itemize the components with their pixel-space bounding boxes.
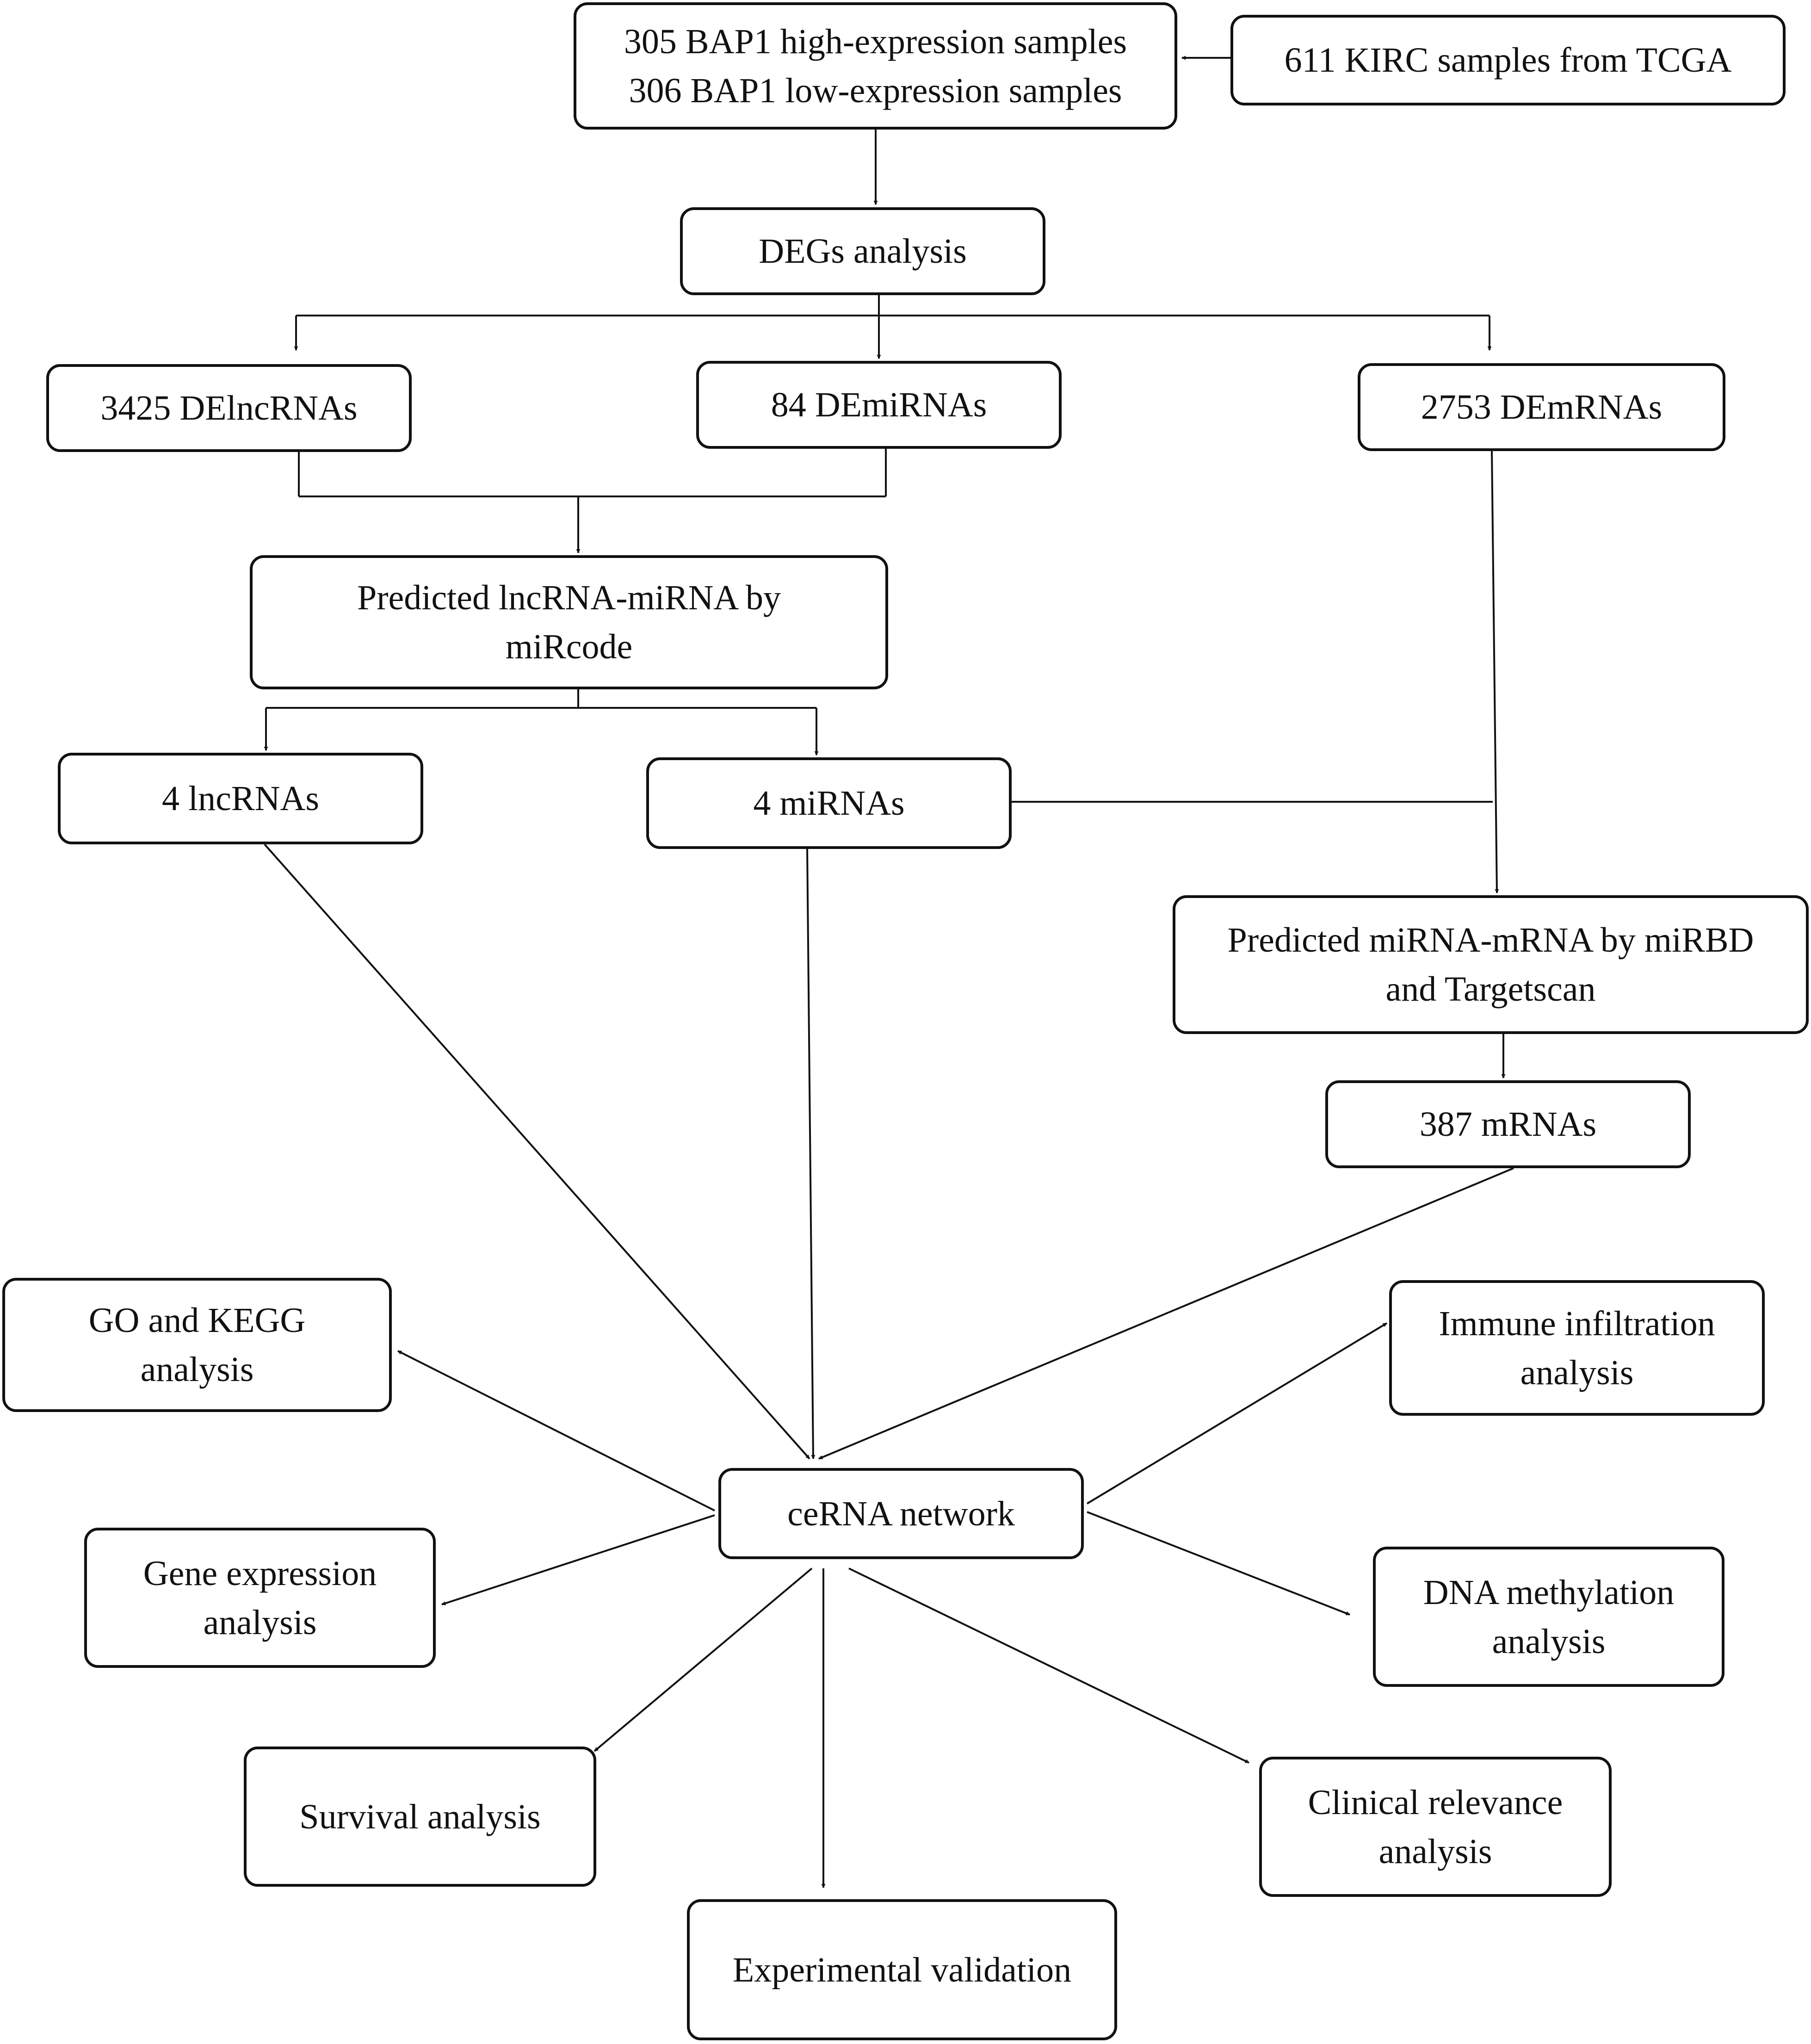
predicted-mirna-mrna-line-1: Predicted miRNA-mRNA by miRBD (1227, 921, 1754, 960)
delncrnas-box: 3425 DElncRNAs (46, 364, 412, 452)
predicted-lncrna-mirna-box: Predicted lncRNA-miRNA by miRcode (250, 555, 888, 689)
experimental-validation-box: Experimental validation (687, 1899, 1117, 2040)
cerna-network-label: ceRNA network (787, 1494, 1015, 1533)
predicted-lncrna-mirna-line-1: Predicted lncRNA-miRNA by (357, 578, 781, 617)
predicted-lncrna-mirna-line-2: miRcode (505, 627, 633, 666)
demirnas-box: 84 DEmiRNAs (696, 361, 1062, 449)
clinical-relevance-line-2: analysis (1378, 1832, 1492, 1871)
experimental-validation-label: Experimental validation (732, 1950, 1072, 1989)
edge-lnc4-to-cerna (264, 843, 810, 1460)
edge-cerna-to-immune (1086, 1322, 1388, 1505)
immune-infiltration-analysis-box: Immune infiltration analysis (1389, 1280, 1765, 1416)
cerna-network-box: ceRNA network (718, 1468, 1084, 1559)
go-kegg-line-1: GO and KEGG (88, 1301, 306, 1340)
edge-cerna-to-survival (593, 1567, 813, 1752)
degs-analysis-box: DEGs analysis (680, 207, 1045, 295)
go-kegg-line-2: analysis (140, 1350, 254, 1389)
survival-analysis-label: Survival analysis (299, 1797, 541, 1836)
tcga-samples-label: 611 KIRC samples from TCGA (1284, 41, 1732, 80)
edge-mi4-to-cerna (806, 849, 816, 1459)
degs-analysis-label: DEGs analysis (759, 232, 967, 271)
edge-m387-to-cerna (818, 1167, 1514, 1460)
demirnas-label: 84 DEmiRNAs (771, 385, 987, 424)
samples-split-line-1: 305 BAP1 high-expression samples (624, 22, 1127, 61)
edge-cerna-to-go (397, 1350, 715, 1511)
mirnas-4-label: 4 miRNAs (753, 784, 905, 823)
edge-cerna-to-clinical (848, 1567, 1249, 1764)
demrnas-label: 2753 DEmRNAs (1421, 388, 1663, 427)
delncrnas-label: 3425 DElncRNAs (100, 389, 358, 427)
demrnas-box: 2753 DEmRNAs (1358, 363, 1725, 451)
tcga-samples-box: 611 KIRC samples from TCGA (1230, 15, 1786, 105)
samples-split-line-2: 306 BAP1 low-expression samples (629, 71, 1122, 110)
edge-dem-to-pred-mi (1491, 451, 1499, 893)
lncrnas-4-label: 4 lncRNAs (162, 779, 319, 818)
clinical-relevance-analysis-box: Clinical relevance analysis (1259, 1757, 1612, 1897)
gene-expression-analysis-box: Gene expression analysis (84, 1528, 436, 1668)
clinical-relevance-line-1: Clinical relevance (1308, 1783, 1563, 1822)
go-kegg-analysis-box: GO and KEGG analysis (2, 1278, 392, 1412)
samples-split-box: 305 BAP1 high-expression samples 306 BAP… (574, 2, 1177, 130)
survival-analysis-box: Survival analysis (244, 1747, 596, 1887)
mrnas-387-label: 387 mRNAs (1419, 1105, 1597, 1144)
immune-infiltration-line-1: Immune infiltration (1439, 1304, 1715, 1343)
edge-cerna-to-dna (1087, 1511, 1350, 1616)
dna-methylation-line-2: analysis (1492, 1622, 1606, 1661)
edge-cerna-to-gene-expr (441, 1514, 715, 1605)
gene-expression-line-1: Gene expression (143, 1554, 377, 1593)
lncrnas-4-box: 4 lncRNAs (58, 753, 423, 844)
mirnas-4-box: 4 miRNAs (646, 757, 1012, 849)
dna-methylation-analysis-box: DNA methylation analysis (1373, 1547, 1724, 1687)
dna-methylation-line-1: DNA methylation (1423, 1573, 1675, 1612)
gene-expression-line-2: analysis (203, 1603, 317, 1642)
predicted-mirna-mrna-box: Predicted miRNA-mRNA by miRBD and Target… (1173, 895, 1809, 1034)
mrnas-387-box: 387 mRNAs (1325, 1080, 1691, 1168)
immune-infiltration-line-2: analysis (1520, 1353, 1634, 1392)
predicted-mirna-mrna-line-2: and Targetscan (1385, 970, 1596, 1009)
